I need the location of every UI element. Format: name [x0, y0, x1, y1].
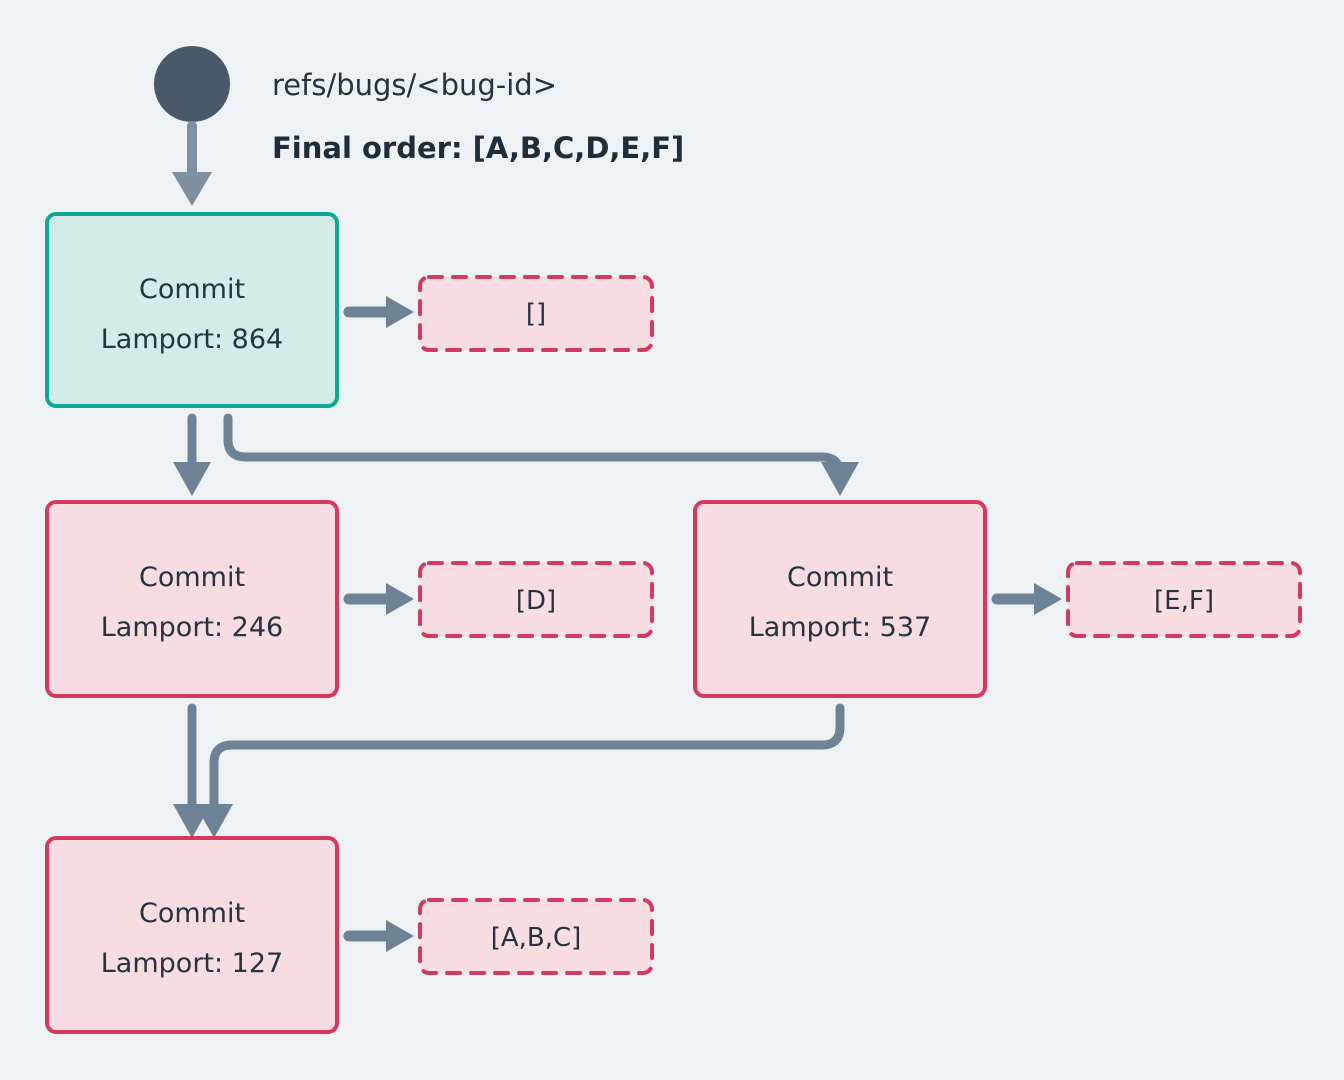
commit-node-864[interactable]: [45, 212, 339, 408]
edge-commit-127-to-payload: [343, 920, 414, 952]
edge-commit-864-to-payload: [343, 296, 414, 328]
edge-commit-537-to-commit-127: [195, 703, 845, 838]
commit-537-lamport: Lamport: 537: [749, 612, 931, 643]
payload-box-246[interactable]: [418, 561, 654, 638]
payload-box-537[interactable]: [1066, 561, 1302, 638]
final-order-label: Final order: [A,B,C,D,E,F]: [272, 131, 684, 165]
commit-246-lamport: Lamport: 246: [101, 612, 283, 643]
commit-node-246[interactable]: [45, 500, 339, 698]
payload-537-label: [E,F]: [1154, 586, 1214, 616]
edge-commit-864-to-commit-537: [223, 413, 859, 496]
edge-root-to-commit-864: [172, 121, 212, 206]
payload-864-label: []: [526, 299, 546, 329]
commit-537-type: Commit: [787, 562, 893, 593]
payload-box-864[interactable]: [418, 275, 654, 352]
edge-commit-537-to-payload: [991, 583, 1062, 615]
commit-127-type: Commit: [139, 898, 245, 929]
edge-commit-246-to-payload: [343, 583, 414, 615]
edge-commit-864-to-commit-246: [173, 413, 211, 496]
commit-864-type: Commit: [139, 274, 245, 305]
commit-864-lamport: Lamport: 864: [101, 324, 283, 355]
ref-title: refs/bugs/<bug-id>: [272, 68, 557, 102]
commit-node-537[interactable]: [693, 500, 987, 698]
payload-127-label: [A,B,C]: [491, 923, 582, 953]
commit-127-lamport: Lamport: 127: [101, 948, 283, 979]
root-ref-dot[interactable]: [154, 46, 230, 122]
commit-246-type: Commit: [139, 562, 245, 593]
commit-node-127[interactable]: [45, 836, 339, 1034]
payload-box-127[interactable]: [418, 898, 654, 975]
payload-246-label: [D]: [516, 586, 556, 616]
